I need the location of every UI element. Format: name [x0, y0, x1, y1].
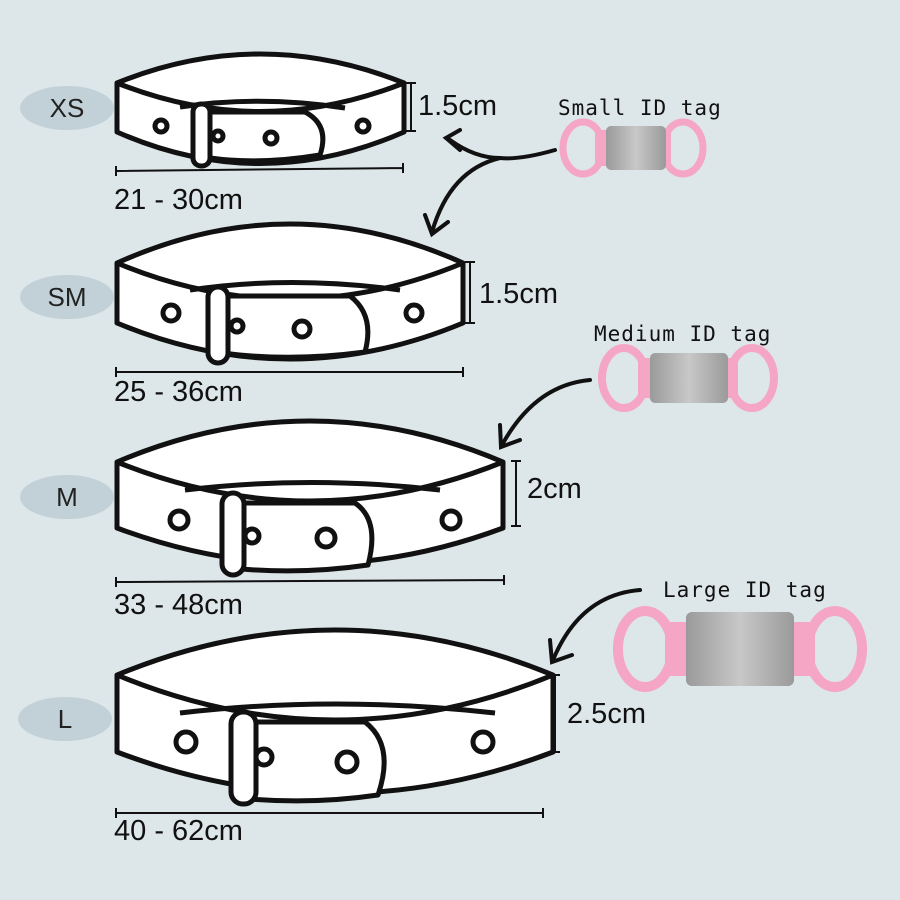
small-id-tag-label: Small ID tag: [558, 96, 722, 120]
large-id-tag-label: Large ID tag: [663, 578, 827, 602]
collar-m: [114, 418, 506, 578]
length-range-m: 33 - 48cm: [114, 589, 243, 621]
width-label-l: 2.5cm: [567, 698, 646, 730]
collar-sm: [114, 221, 466, 366]
length-range-l: 40 - 62cm: [114, 815, 243, 847]
size-badge-l: L: [18, 697, 112, 741]
collar-xs: [114, 51, 407, 169]
length-range-sm: 25 - 36cm: [114, 376, 243, 408]
arrow-small-tag: [423, 128, 557, 238]
width-bracket-l: [550, 674, 560, 753]
width-bracket-sm: [465, 261, 475, 324]
medium-id-tag-image: [598, 344, 778, 412]
size-badge-xs: XS: [20, 86, 114, 130]
width-bracket-xs: [406, 82, 416, 132]
collar-l: [114, 627, 556, 807]
length-range-xs: 21 - 30cm: [114, 184, 243, 216]
size-badge-sm: SM: [20, 275, 114, 319]
length-line-l: [115, 808, 544, 818]
arrow-large-tag: [548, 588, 642, 665]
length-line-m: [115, 575, 505, 587]
small-id-tag-image: [559, 118, 707, 178]
medium-id-tag-label: Medium ID tag: [594, 322, 772, 346]
size-badge-m: M: [20, 475, 114, 519]
width-label-m: 2cm: [527, 473, 582, 505]
large-id-tag-image: [613, 606, 867, 692]
width-bracket-m: [511, 460, 521, 527]
width-label-sm: 1.5cm: [479, 278, 558, 310]
arrow-medium-tag: [498, 378, 592, 450]
length-line-sm: [115, 367, 464, 377]
width-label-xs: 1.5cm: [418, 90, 497, 122]
length-line-xs: [115, 163, 404, 176]
